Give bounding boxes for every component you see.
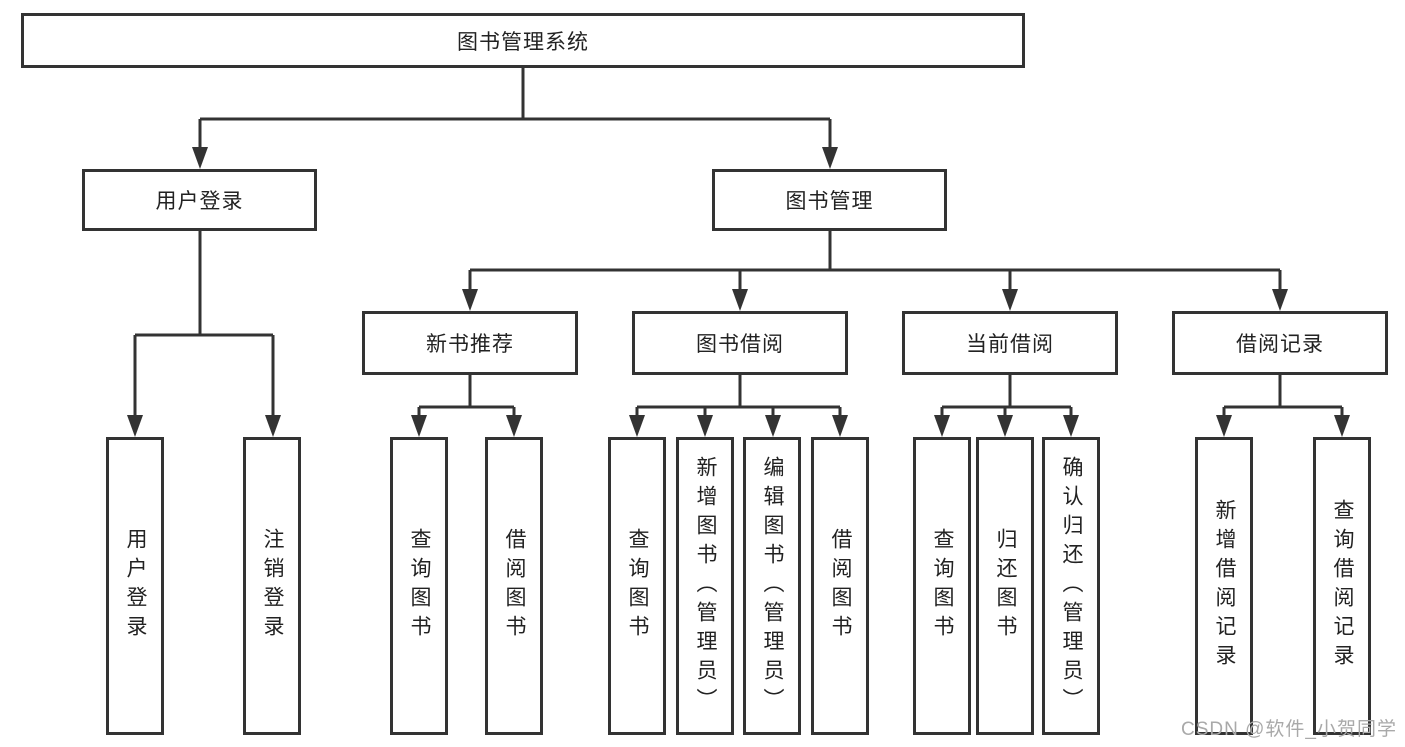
node-library-system: 图书管理系统 [21, 13, 1025, 68]
connector-user-login-children [127, 231, 281, 437]
leaf-query-books-current-label: 查询图书 [931, 528, 954, 644]
connector-book-management-to-level3 [462, 231, 1288, 311]
leaf-confirm-return-admin-label: 确认归还（管理员） [1060, 455, 1083, 717]
node-book-management: 图书管理 [712, 169, 947, 231]
leaf-user-login: 用户登录 [106, 437, 164, 735]
leaf-confirm-return-admin: 确认归还（管理员） [1042, 437, 1100, 735]
leaf-edit-book-admin-label: 编辑图书（管理员） [761, 455, 784, 717]
connector-new-book-recommend-children [411, 375, 522, 437]
watermark-csdn: CSDN @软件_小贺同学 [1181, 719, 1397, 740]
leaf-add-book-admin: 新增图书（管理员） [676, 437, 734, 735]
connector-book-borrowing-children [629, 375, 848, 437]
leaf-borrow-books-recommend-label: 借阅图书 [503, 528, 526, 644]
leaf-edit-book-admin: 编辑图书（管理员） [743, 437, 801, 735]
leaf-query-borrow-record-label: 查询借阅记录 [1331, 499, 1354, 673]
leaf-add-borrow-record: 新增借阅记录 [1195, 437, 1253, 735]
node-user-login-label: 用户登录 [155, 190, 244, 213]
leaf-return-books-label: 归还图书 [994, 528, 1017, 644]
node-book-borrowing-label: 图书借阅 [696, 333, 784, 356]
leaf-return-books: 归还图书 [976, 437, 1034, 735]
leaf-query-books-recommend: 查询图书 [390, 437, 448, 735]
leaf-query-borrow-record: 查询借阅记录 [1313, 437, 1371, 735]
leaf-borrow-books-borrowing-label: 借阅图书 [829, 528, 852, 644]
leaf-borrow-books-recommend: 借阅图书 [485, 437, 543, 735]
node-library-system-label: 图书管理系统 [457, 30, 589, 54]
connector-current-borrowing-children [934, 375, 1079, 437]
leaf-add-borrow-record-label: 新增借阅记录 [1213, 499, 1236, 673]
node-borrow-records: 借阅记录 [1172, 311, 1388, 375]
node-book-management-label: 图书管理 [785, 190, 874, 213]
node-borrow-records-label: 借阅记录 [1236, 333, 1324, 356]
leaf-query-books-borrowing-label: 查询图书 [626, 528, 649, 644]
node-current-borrowing-label: 当前借阅 [966, 333, 1054, 356]
node-new-book-recommend-label: 新书推荐 [426, 333, 514, 356]
leaf-query-books-recommend-label: 查询图书 [408, 528, 431, 644]
leaf-query-books-borrowing: 查询图书 [608, 437, 666, 735]
connector-root-to-level2 [192, 68, 838, 169]
leaf-user-login-label: 用户登录 [124, 528, 147, 644]
node-new-book-recommend: 新书推荐 [362, 311, 578, 375]
leaf-logout-label: 注销登录 [261, 528, 284, 644]
node-user-login: 用户登录 [82, 169, 317, 231]
node-book-borrowing: 图书借阅 [632, 311, 848, 375]
leaf-add-book-admin-label: 新增图书（管理员） [694, 455, 717, 717]
leaf-borrow-books-borrowing: 借阅图书 [811, 437, 869, 735]
connector-borrow-records-children [1216, 375, 1350, 437]
node-current-borrowing: 当前借阅 [902, 311, 1118, 375]
leaf-logout: 注销登录 [243, 437, 301, 735]
leaf-query-books-current: 查询图书 [913, 437, 971, 735]
